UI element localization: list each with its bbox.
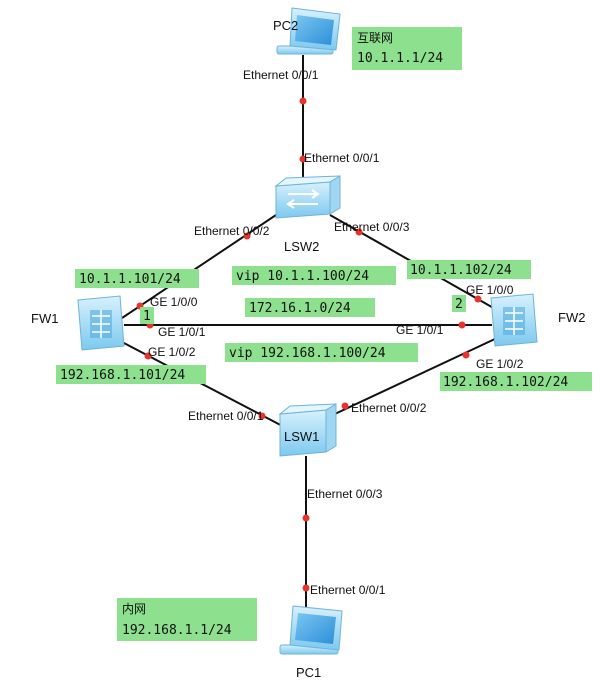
fw2-down-ip-box: 192.168.1.102/24 <box>440 372 592 391</box>
port-dot <box>258 412 266 420</box>
port-dot <box>474 295 482 303</box>
vip-down: vip 192.168.1.100/24 <box>229 346 386 361</box>
hb-net-box: 172.16.1.0/24 <box>245 298 375 317</box>
fw1-device: FW1 <box>31 295 125 351</box>
port-dot <box>302 584 310 592</box>
port-label-fw2-ge101: GE 1/0/1 <box>396 323 444 337</box>
device-label-pc2: PC2 <box>273 18 298 33</box>
device-label-lsw1: LSW1 <box>284 429 319 444</box>
fw2-down-ip: 192.168.1.102/24 <box>443 375 568 390</box>
device-label-lsw2: LSW2 <box>284 239 319 254</box>
port-dot <box>341 402 349 410</box>
pc1-device: PC1 <box>279 605 343 680</box>
port-label-lsw1-e001: Ethernet 0/0/1 <box>188 409 264 423</box>
port-dot <box>144 352 152 360</box>
fw1-up-ip: 10.1.1.101/24 <box>79 272 181 287</box>
firewall-icon <box>490 293 538 347</box>
hb-id-fw1: 1 <box>143 309 151 324</box>
port-dot <box>243 232 251 240</box>
port-dot <box>299 97 307 105</box>
link-fw2-lsw1 <box>321 337 498 421</box>
internet-net: 10.1.1.1/24 <box>357 51 443 66</box>
port-dot <box>302 514 310 522</box>
internet-note: 互联网 10.1.1.1/24 <box>352 27 462 70</box>
switch-icon <box>278 403 337 457</box>
port-label-pc2: Ethernet 0/0/1 <box>243 68 319 82</box>
port-label-lsw2-e002: Ethernet 0/0/2 <box>194 224 270 238</box>
port-dot <box>355 228 363 236</box>
port-label-fw1-ge101: GE 1/0/1 <box>158 325 206 339</box>
port-label-lsw2-e003: Ethernet 0/0/3 <box>334 220 410 234</box>
pc-icon <box>276 7 341 55</box>
device-label-pc1: PC1 <box>296 665 321 680</box>
port-label-fw1-ge102: GE 1/0/2 <box>148 345 196 359</box>
intranet-title: 内网 <box>122 602 146 616</box>
port-dot <box>299 155 307 163</box>
hb-net: 172.16.1.0/24 <box>249 301 351 316</box>
intranet-note: 内网 192.168.1.1/24 <box>117 598 257 641</box>
port-dot <box>462 351 470 359</box>
port-labels: Ethernet 0/0/1 Ethernet 0/0/1 Ethernet 0… <box>148 68 524 597</box>
vip-down-box: vip 192.168.1.100/24 <box>225 343 418 362</box>
fw2-up-ip-box: 10.1.1.102/24 <box>407 260 531 279</box>
fw2-up-ip: 10.1.1.102/24 <box>410 263 512 278</box>
pc2-device: PC2 <box>273 7 341 55</box>
port-label-fw1-ge100: GE 1/0/0 <box>150 295 198 309</box>
port-label-lsw1-e003: Ethernet 0/0/3 <box>307 487 383 501</box>
port-label-lsw2-e001: Ethernet 0/0/1 <box>304 151 380 165</box>
device-label-fw2: FW2 <box>558 310 585 325</box>
fw1-down-ip-box: 192.168.1.101/24 <box>56 365 206 384</box>
intranet-net: 192.168.1.1/24 <box>122 623 232 638</box>
pc-icon <box>279 605 343 655</box>
fw2-device: FW2 <box>490 293 585 347</box>
vip-up-box: vip 10.1.1.100/24 <box>232 266 396 285</box>
vip-up: vip 10.1.1.100/24 <box>236 269 369 284</box>
port-label-fw2-ge100: GE 1/0/0 <box>466 283 514 297</box>
firewall-icon <box>77 295 125 351</box>
port-label-fw2-ge102: GE 1/0/2 <box>476 357 524 371</box>
port-label-lsw1-e002: Ethernet 0/0/2 <box>351 401 427 415</box>
fw1-up-ip-box: 10.1.1.101/24 <box>75 269 199 288</box>
fw1-down-ip: 192.168.1.101/24 <box>60 368 185 383</box>
hb-id-box-fw1: 1 <box>140 307 154 324</box>
hb-id-fw2: 2 <box>455 297 463 312</box>
port-label-pc1: Ethernet 0/0/1 <box>310 583 386 597</box>
device-label-fw1: FW1 <box>31 311 58 326</box>
lsw1-device: LSW1 <box>278 403 337 457</box>
internet-title: 互联网 <box>357 31 393 45</box>
port-dots <box>136 97 482 592</box>
link-lsw2-fw1 <box>121 214 277 319</box>
lsw2-device: LSW2 <box>274 175 341 254</box>
port-dot <box>458 321 466 329</box>
switch-icon <box>274 175 341 219</box>
hb-id-box-fw2: 2 <box>452 295 466 312</box>
